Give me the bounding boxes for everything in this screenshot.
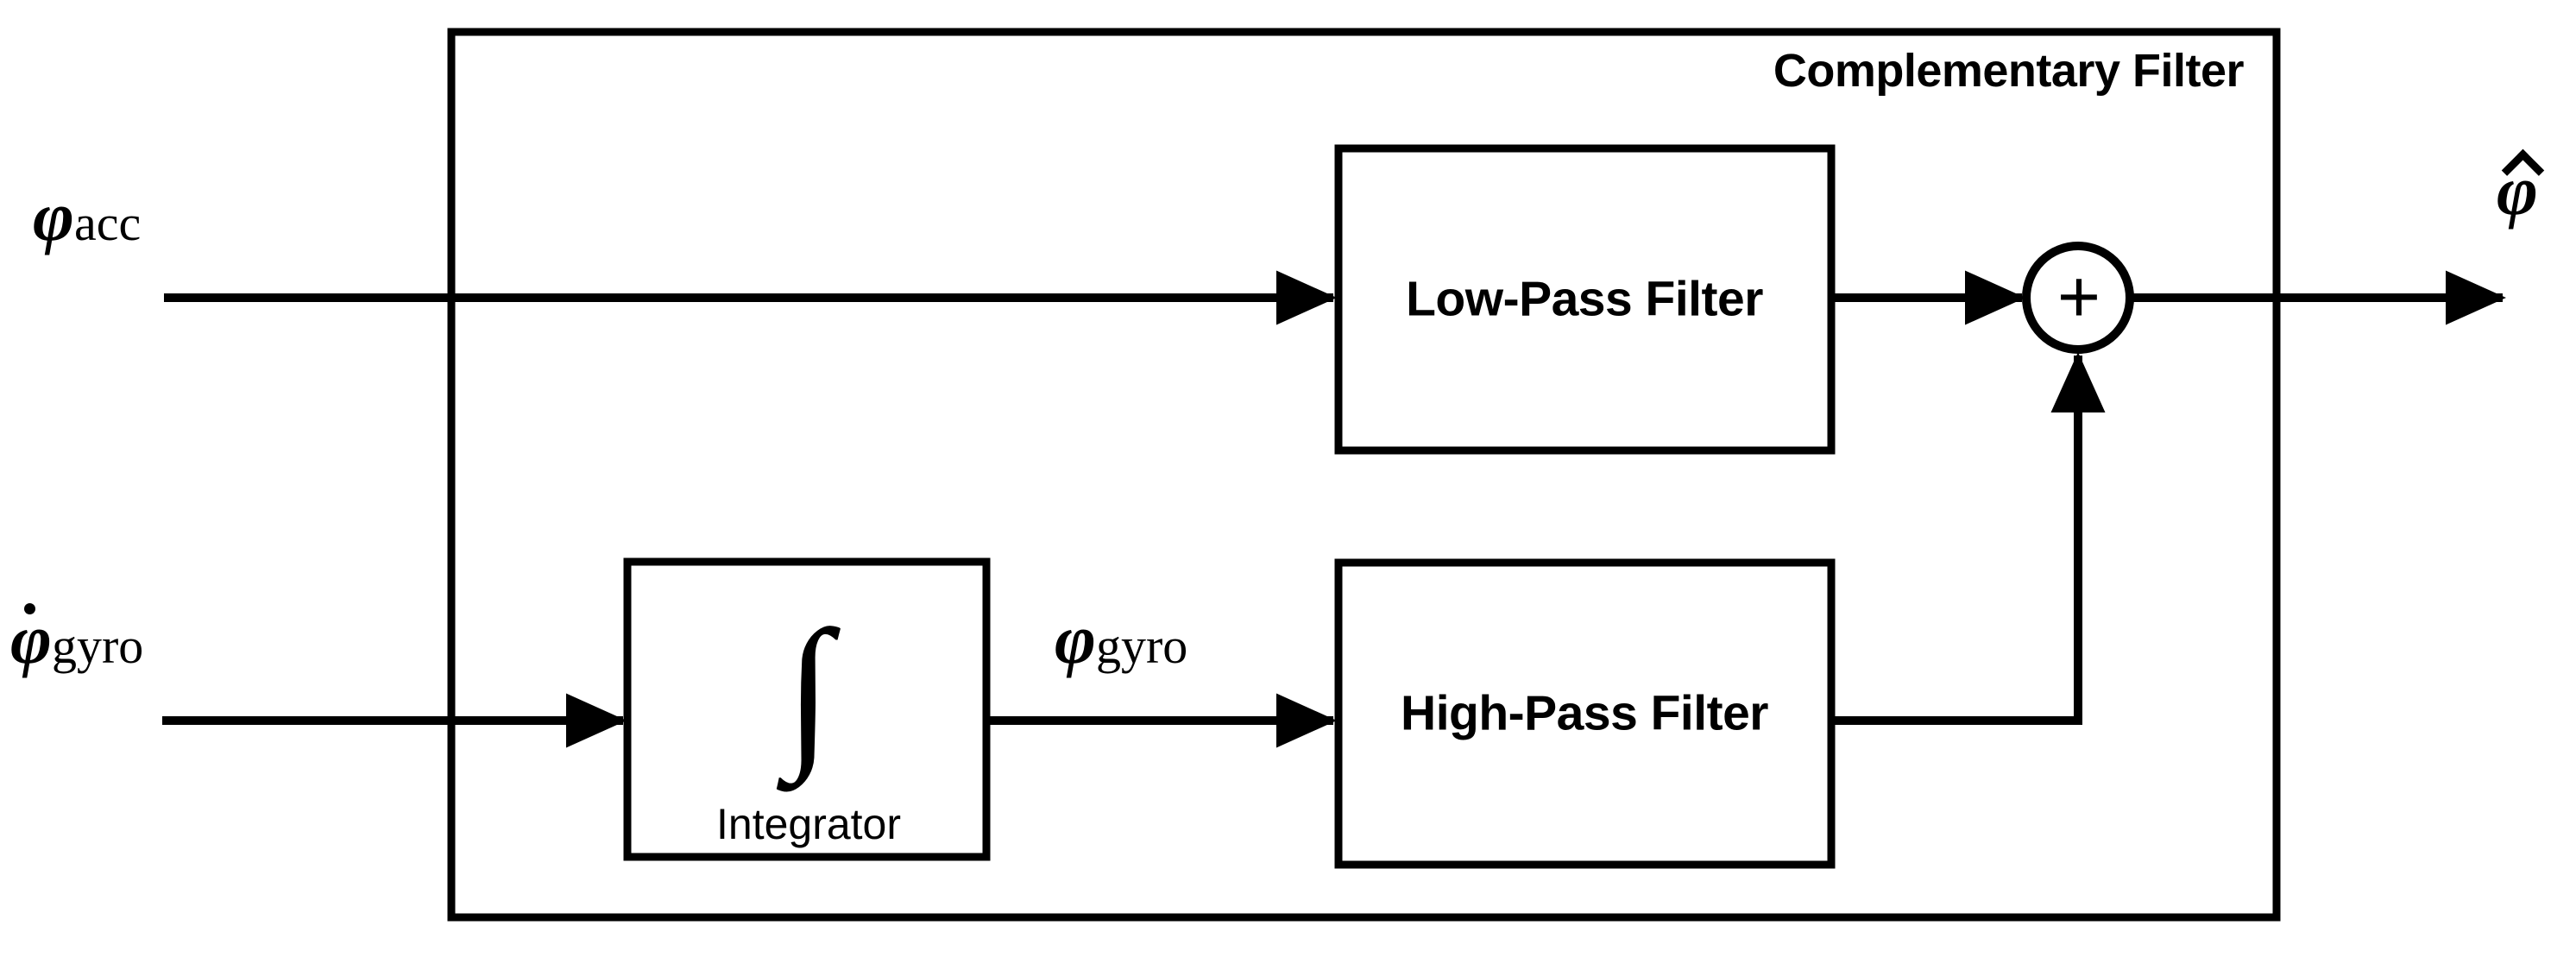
phi-gyro-symbol: φ — [1055, 600, 1096, 678]
high-pass-filter-block — [1334, 558, 1836, 869]
phi-hat-symbol: φ — [2497, 151, 2538, 230]
high-pass-filter-label: High-Pass Filter — [1401, 685, 1768, 741]
complementary-filter-frame — [447, 28, 2281, 922]
phi-gyro-dot-subscript: gyro — [51, 618, 144, 674]
plus-icon: + — [2056, 255, 2101, 338]
signal-label-phi-hat: φ — [2497, 155, 2538, 226]
phi-acc-symbol: φ — [33, 177, 74, 255]
integrator-label: Integrator — [715, 800, 902, 848]
wire-hpf-to-sum — [1831, 351, 2106, 725]
signal-label-phi-acc: φacc — [33, 181, 141, 252]
phi-acc-subscript: acc — [73, 195, 142, 251]
integral-icon: ∫ — [785, 596, 832, 784]
phi-gyro-subscript: gyro — [1095, 618, 1188, 674]
frame-title: Complementary Filter — [1773, 45, 2245, 97]
phi-gyro-dot-symbol: φ — [10, 600, 52, 678]
signal-label-phi-gyro: φgyro — [1055, 604, 1187, 675]
integrator-block — [623, 557, 991, 861]
signal-label-phi-dot-gyro: φgyro — [10, 602, 144, 675]
low-pass-filter-block — [1334, 144, 1836, 455]
low-pass-filter-label: Low-Pass Filter — [1406, 271, 1763, 327]
